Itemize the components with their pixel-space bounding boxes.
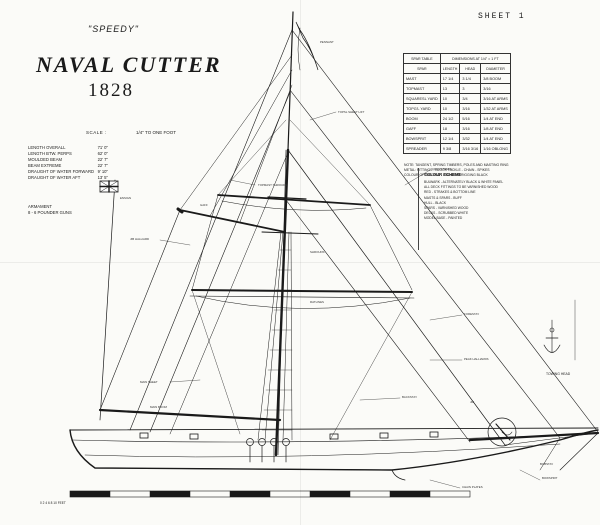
topgallant-stay <box>291 29 599 433</box>
ratlines <box>261 249 293 431</box>
callout-label: JIB HALLIARD <box>130 237 150 241</box>
crosstrees <box>267 196 307 200</box>
callout-label: ENSIGN <box>120 196 132 200</box>
spar-notes: NOTE: TANGENT, SPRING TIMBERS, POLES AND… <box>404 163 509 177</box>
callout-label: BOWSPRIT <box>542 476 558 480</box>
topsail-yard <box>217 194 371 206</box>
callout-label: PEAK HALLIARDS <box>464 357 489 361</box>
armament-title: ARMAMENT <box>28 204 52 209</box>
year: 1828 <box>88 80 134 101</box>
callout-label: RATLINES <box>310 300 324 304</box>
callout-leaders <box>159 111 541 489</box>
shrouds <box>257 231 293 441</box>
gaff <box>179 209 286 233</box>
callout-label: MAIN SHEET <box>140 380 158 384</box>
towing-head-detail <box>543 299 576 361</box>
fold-line <box>0 262 600 263</box>
scale-bar <box>69 490 471 498</box>
callout-label: JIB <box>470 400 475 404</box>
ship-name: "SPEEDY" <box>88 24 139 34</box>
spar-table: SPAR TABLE DIMENSIONS AT 1/4" = 1 FT SPA… <box>403 53 511 154</box>
hull <box>69 427 599 481</box>
colour-scheme-frame <box>418 168 564 250</box>
callout-label: PENNANT <box>320 40 334 44</box>
callout-label: FORESTAY <box>464 312 480 316</box>
scale-label: SCALE : <box>86 130 107 135</box>
forestay <box>287 149 506 446</box>
anchor-detail <box>487 417 517 447</box>
bowsprit <box>468 431 600 442</box>
callout-label: TOPMAST SHROUDS <box>258 183 288 187</box>
backstay <box>129 29 293 431</box>
callout-label: BOBSTAY <box>540 462 554 466</box>
square-sail-yard <box>191 289 413 293</box>
sheet-number: SHEET 1 <box>478 12 526 21</box>
callout-label: SHROUDS <box>310 250 325 254</box>
ensign <box>99 179 119 421</box>
pennant <box>295 21 319 71</box>
callout-label: GAFF <box>200 203 208 207</box>
bobstay <box>559 432 599 471</box>
callout-label: TOPSL SHEET LIFT <box>338 110 365 114</box>
callout-label: CHAIN PLATES <box>462 485 483 489</box>
armament-detail: 8 - 6 POUNDER GUNS <box>28 210 72 215</box>
callout-label: CROSSTREES <box>432 167 452 171</box>
topmast <box>287 11 294 151</box>
page-title: NAVAL CUTTER <box>36 52 222 77</box>
colour-scheme-title: COLOUR SCHEME <box>424 172 462 177</box>
peak-halliards <box>179 54 293 211</box>
towing-head-label: TOWING HEAD <box>546 372 571 376</box>
scale-value: 1/4" TO ONE FOOT <box>136 130 176 135</box>
leech <box>99 209 181 411</box>
armament: ARMAMENT 8 - 6 POUNDER GUNS <box>28 204 72 216</box>
main-boom <box>98 408 282 422</box>
callout-label: MAIN BOOM <box>150 405 167 409</box>
fold-line <box>300 0 301 525</box>
callout-label: BACKSTAY <box>402 395 417 399</box>
scale-bar-label: 0 2 4 6 8 10 FEET <box>40 501 66 505</box>
colour-scheme-notes: BULWARK - ALTERNATELY BLACK & WHITE PANE… <box>424 180 504 221</box>
